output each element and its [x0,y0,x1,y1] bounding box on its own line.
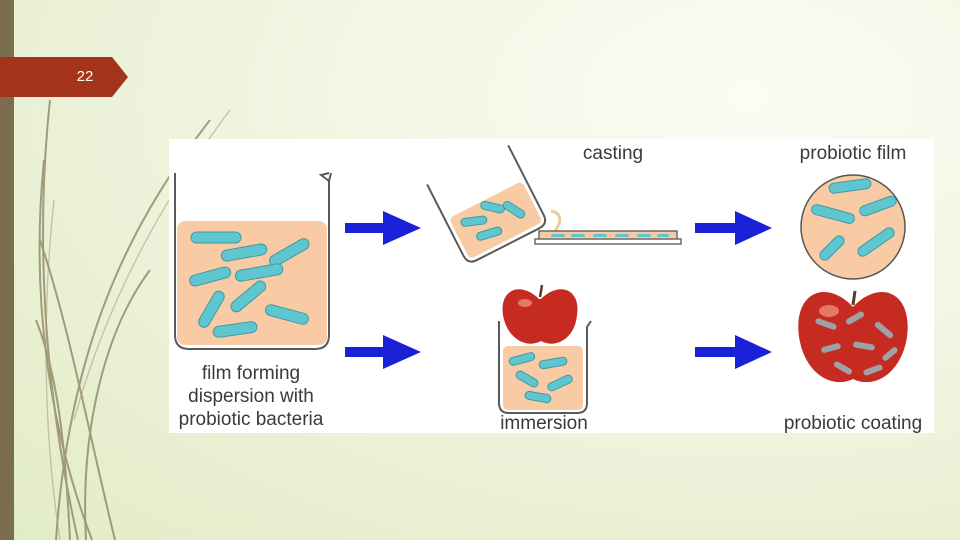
immersion-beaker [498,320,592,414]
slide-left-bar [0,0,14,540]
slide-number: 22 [76,68,94,85]
arrow-top-right [695,211,772,245]
label-probiotic-film: probiotic film [800,143,907,164]
probiotic-process-diagram: film forming dispersion with probiotic b… [169,139,934,433]
probiotic-film-circle [800,174,906,280]
arrow-bottom-left [345,335,421,369]
casting-beaker [426,144,547,263]
arrow-bottom-right [695,335,772,369]
label-immersion: immersion [500,413,588,433]
pour-stream [550,209,562,232]
decorative-grass-lines [35,99,231,540]
label-dispersion-line1: film forming [202,363,300,384]
slide-number-tab [0,57,128,97]
label-dispersion-line3: probiotic bacteria [179,409,324,430]
large-beaker [174,172,332,350]
casting-plate [534,230,682,245]
label-dispersion-line2: dispersion with [188,386,314,407]
arrow-top-left [345,211,421,245]
label-casting: casting [583,143,643,164]
apple-icon [502,284,578,344]
bacteria-group [189,231,310,338]
arrows [345,211,772,369]
label-probiotic-coating: probiotic coating [784,413,922,433]
coated-apple-icon [798,290,908,383]
